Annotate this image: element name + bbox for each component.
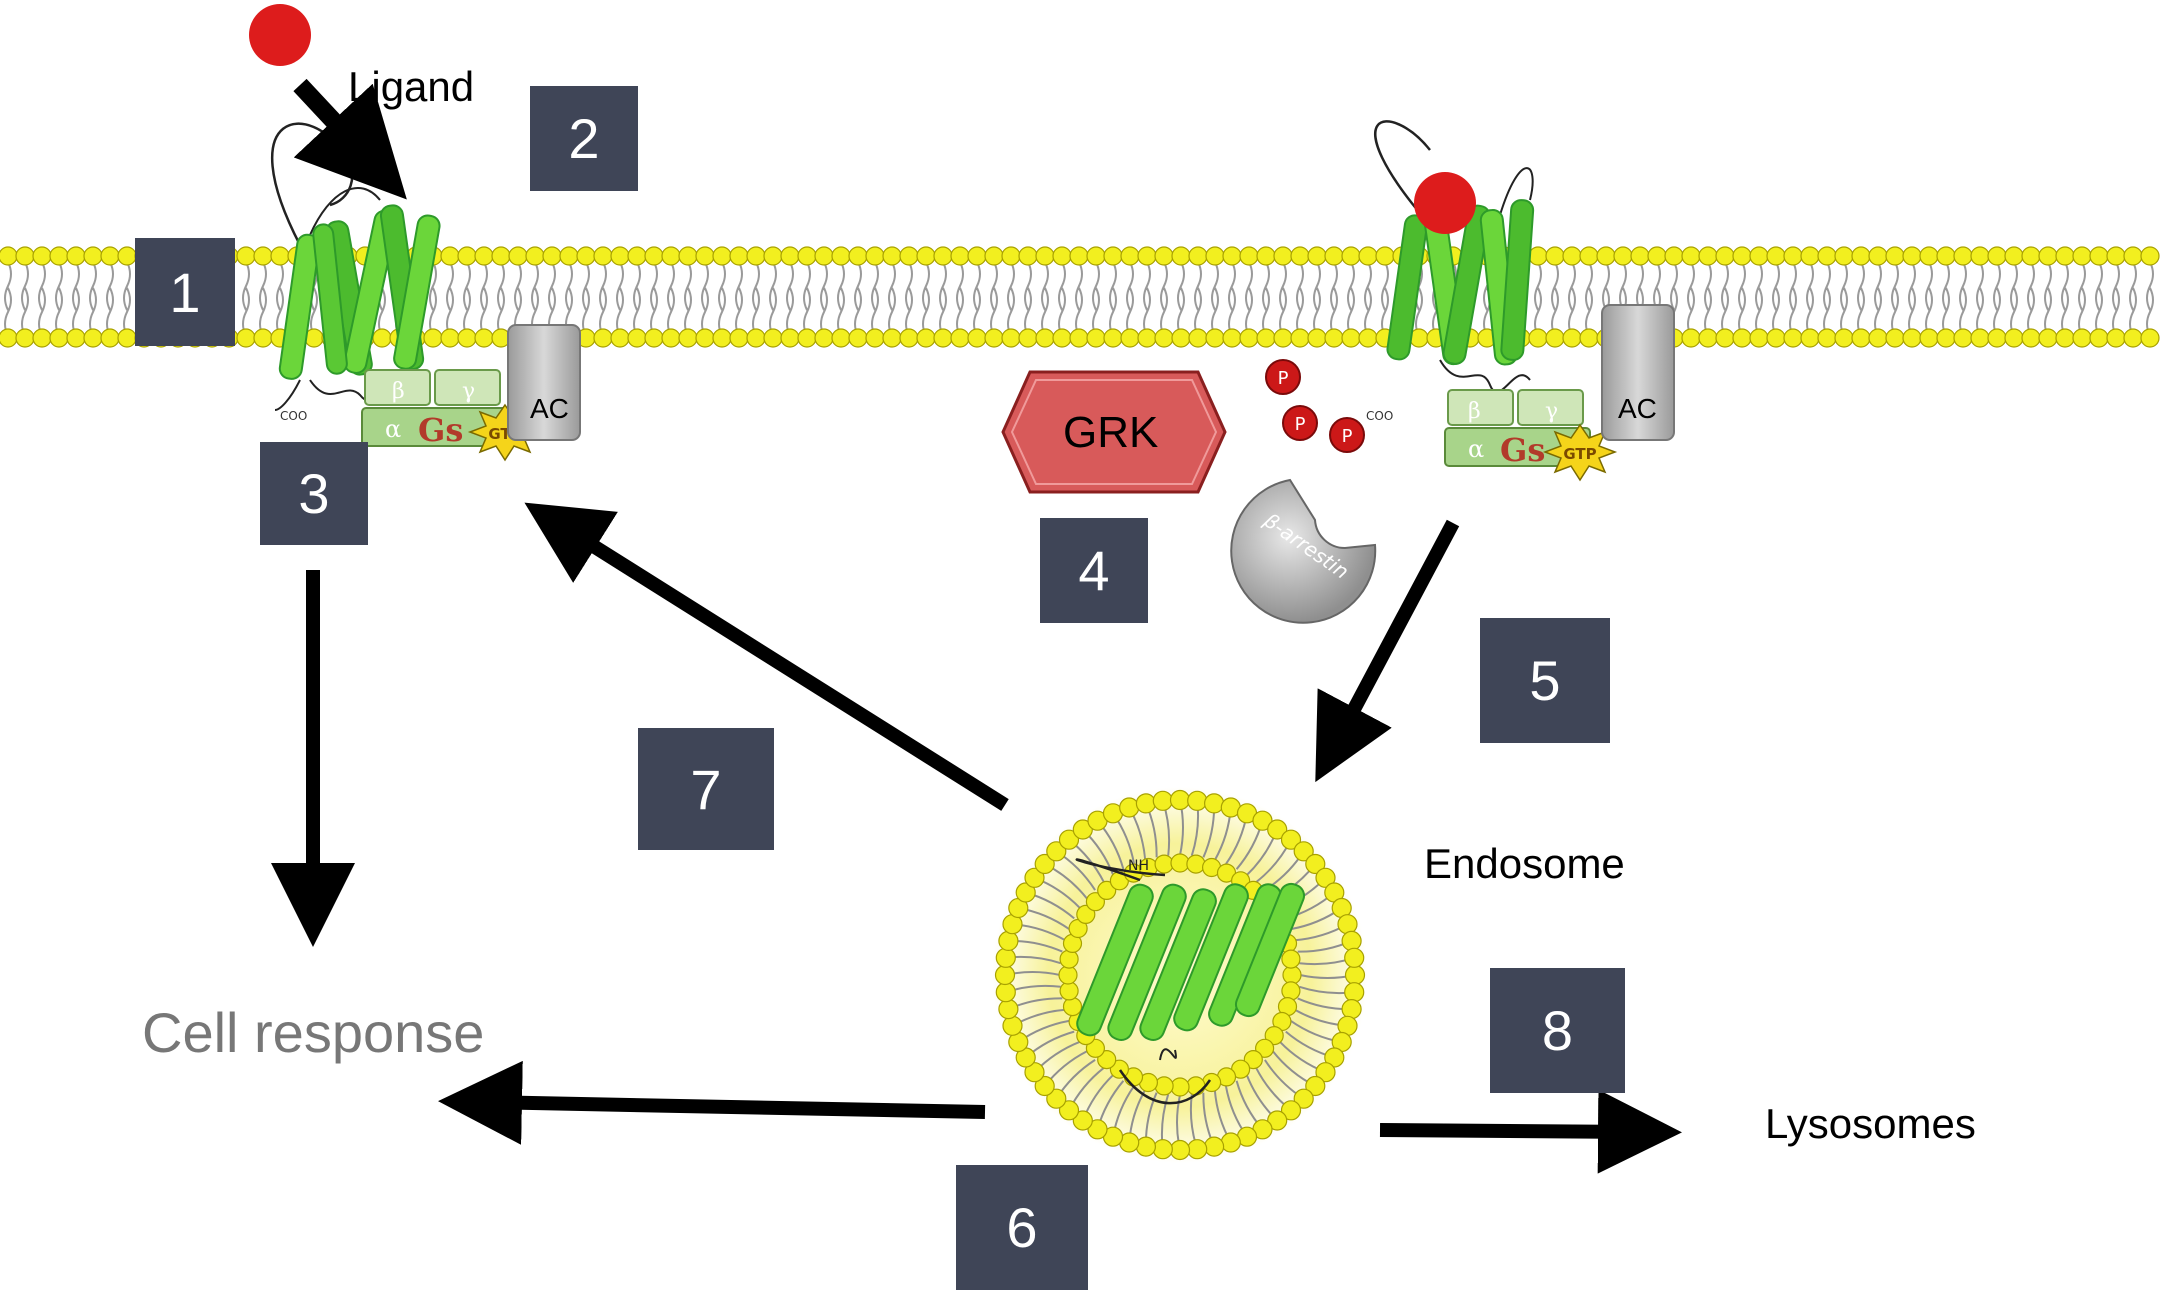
step-box-5: 5: [1480, 618, 1610, 743]
svg-text:P: P: [1342, 426, 1353, 447]
bound-ligand: [1414, 172, 1476, 234]
step-box-6: 6: [956, 1165, 1088, 1290]
step-box-1: 1: [135, 238, 235, 346]
step-box-8: 8: [1490, 968, 1625, 1093]
endosomal-signaling-arrow: [438, 1060, 986, 1145]
svg-text:P: P: [1278, 368, 1289, 389]
degradation-arrow: [1379, 1089, 1682, 1174]
svg-text:Gs: Gs: [1500, 431, 1545, 469]
membrane-outer-leaflet: [0, 246, 2160, 266]
svg-text:COO: COO: [1366, 409, 1393, 423]
grk-label: GRK: [1063, 408, 1159, 457]
ac-label-left: AC: [530, 393, 569, 424]
svg-text:α: α: [1468, 435, 1484, 463]
lysosomes-label: Lysosomes: [1765, 1100, 1976, 1147]
svg-text:β: β: [392, 379, 405, 404]
internalization-arrow: [1315, 519, 1460, 783]
step-box-2: 2: [530, 86, 638, 191]
svg-text:β: β: [1468, 399, 1481, 424]
svg-text:γ: γ: [1545, 399, 1558, 424]
svg-text:γ: γ: [462, 379, 475, 404]
endosome-outer-leaflet: [994, 789, 1366, 1161]
ligand-icon: [249, 4, 311, 66]
svg-text:NH: NH: [1128, 858, 1149, 874]
beta-arrestin-icon: β-arrestin: [1230, 478, 1377, 624]
phosphate-groups: P P P: [1265, 359, 1365, 453]
ac-label-right: AC: [1618, 393, 1657, 424]
recycling-arrow: [524, 502, 1009, 811]
gtp-burst-right: [1542, 423, 1618, 482]
adenylyl-cyclase-left: [507, 324, 581, 441]
svg-text:COO: COO: [280, 409, 307, 423]
g-protein-left: β γ α Gs GTP COO: [280, 324, 581, 462]
step-box-7: 7: [638, 728, 774, 850]
gpcr-receptor-left: [270, 122, 441, 411]
endosome-label: Endosome: [1424, 840, 1625, 887]
ligand-label: Ligand: [348, 63, 475, 110]
svg-text:Gs: Gs: [418, 411, 463, 449]
adenylyl-cyclase-right: [1601, 304, 1675, 441]
endosome-inner-leaflet: [1058, 853, 1302, 1097]
cell-response-label: Cell response: [142, 1001, 485, 1064]
ligand-binding-arrow: [293, 78, 407, 200]
g-protein-right: β γ α Gs GTP COO: [1366, 304, 1675, 482]
gpcr-receptor-endosome: NH: [1075, 858, 1306, 1105]
step-box-4: 4: [1040, 518, 1148, 623]
grk-kinase: [1001, 370, 1227, 494]
endosome-lipid-tails: [1004, 799, 1356, 1151]
svg-text:α: α: [385, 415, 401, 443]
step-box-3: 3: [260, 442, 368, 545]
svg-text:GTP: GTP: [1563, 445, 1596, 463]
pathway-arrows: [271, 78, 1682, 1174]
svg-text:P: P: [1295, 414, 1306, 435]
gpcr-receptor-right: [1374, 120, 1535, 394]
